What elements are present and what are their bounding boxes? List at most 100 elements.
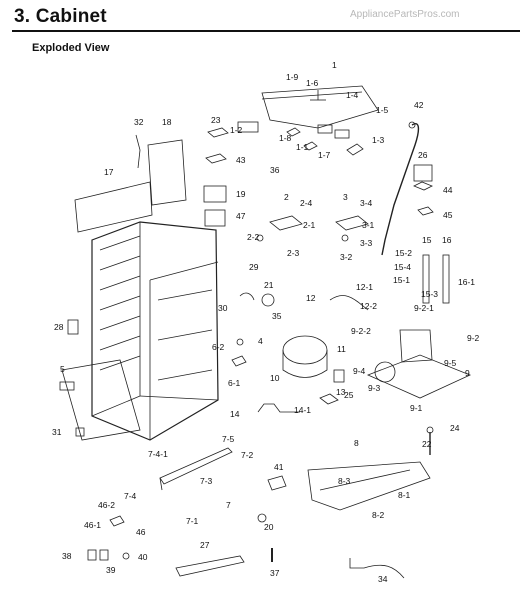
part-callout-9-1: 9-1 bbox=[410, 403, 423, 413]
part-callout-46-1: 46-1 bbox=[84, 520, 101, 530]
part-callout-15: 15 bbox=[422, 235, 432, 245]
part-callout-7-3: 7-3 bbox=[200, 476, 213, 486]
part-callout-9-2: 9-2 bbox=[467, 333, 480, 343]
part-callout-8-2: 8-2 bbox=[372, 510, 385, 520]
part-callout-34: 34 bbox=[378, 574, 388, 584]
part-callout-1-4: 1-4 bbox=[346, 90, 359, 100]
page-title: 3. Cabinet bbox=[14, 6, 107, 27]
part-callout-16: 16 bbox=[442, 235, 452, 245]
module-part bbox=[413, 164, 433, 182]
part-callout-2-2: 2-2 bbox=[247, 232, 260, 242]
compressor-part bbox=[282, 335, 328, 365]
part-callout-1-5: 1-5 bbox=[376, 105, 389, 115]
part-callout-32: 32 bbox=[134, 117, 144, 127]
base-plate-part bbox=[307, 461, 431, 511]
part-callout-9-4: 9-4 bbox=[353, 366, 366, 376]
part-callout-9: 9 bbox=[465, 368, 470, 378]
back-panel-part bbox=[74, 181, 153, 233]
part-callout-18: 18 bbox=[162, 117, 172, 127]
part-callout-28: 28 bbox=[54, 322, 64, 332]
hinge-bracket-part bbox=[237, 121, 259, 133]
part-callout-42: 42 bbox=[414, 100, 424, 110]
part-callout-15-3: 15-3 bbox=[421, 289, 438, 299]
part-callout-6-1: 6-1 bbox=[228, 378, 241, 388]
part-callout-27: 27 bbox=[200, 540, 210, 550]
part-callout-1-7: 1-7 bbox=[318, 150, 331, 160]
kickplate-part bbox=[175, 555, 245, 577]
part-callout-7-1: 7-1 bbox=[186, 516, 199, 526]
part-callout-3-2: 3-2 bbox=[340, 252, 353, 262]
part-callout-1-8: 1-8 bbox=[279, 133, 292, 143]
part-callout-19: 19 bbox=[236, 189, 246, 199]
part-callout-14: 14 bbox=[230, 409, 240, 419]
part-callout-2-3: 2-3 bbox=[287, 248, 300, 258]
part-callout-44: 44 bbox=[443, 185, 453, 195]
part-callout-2: 2 bbox=[284, 192, 289, 202]
part-callout-30: 30 bbox=[218, 303, 228, 313]
part-callout-38: 38 bbox=[62, 551, 72, 561]
part-callout-41: 41 bbox=[274, 462, 284, 472]
part-callout-35: 35 bbox=[272, 311, 282, 321]
part-callout-9-3: 9-3 bbox=[368, 383, 381, 393]
part-callout-46-2: 46-2 bbox=[98, 500, 115, 510]
cabinet-body-part bbox=[91, 221, 219, 441]
part-callout-21: 21 bbox=[264, 280, 274, 290]
title-rule bbox=[12, 30, 520, 32]
part-callout-37: 37 bbox=[270, 568, 280, 578]
part-callout-1-9: 1-9 bbox=[286, 72, 299, 82]
part-callout-6-2: 6-2 bbox=[212, 342, 225, 352]
part-callout-3-4: 3-4 bbox=[360, 198, 373, 208]
part-callout-47: 47 bbox=[236, 211, 246, 221]
hinge-bar-part bbox=[159, 447, 233, 485]
part-callout-5: 5 bbox=[60, 364, 65, 374]
part-callout-7-4-1: 7-4-1 bbox=[148, 449, 168, 459]
part-callout-1-6: 1-6 bbox=[306, 78, 319, 88]
part-callout-3-3: 3-3 bbox=[360, 238, 373, 248]
panel-part bbox=[147, 139, 187, 206]
part-callout-13: 13 bbox=[336, 387, 346, 397]
part-callout-15-2: 15-2 bbox=[395, 248, 412, 258]
part-callout-17: 17 bbox=[104, 167, 114, 177]
part-callout-12-2: 12-2 bbox=[360, 301, 377, 311]
part-callout-7: 7 bbox=[226, 500, 231, 510]
part-callout-9-5: 9-5 bbox=[444, 358, 457, 368]
part-callout-29: 29 bbox=[249, 262, 259, 272]
part-callout-23: 23 bbox=[211, 115, 221, 125]
part-callout-7-4: 7-4 bbox=[124, 491, 137, 501]
part-callout-20: 20 bbox=[264, 522, 274, 532]
part-callout-22: 22 bbox=[422, 439, 432, 449]
part-callout-1-3: 1-3 bbox=[372, 135, 385, 145]
part-callout-3-1: 3-1 bbox=[362, 220, 375, 230]
part-callout-8: 8 bbox=[354, 438, 359, 448]
part-callout-10: 10 bbox=[270, 373, 280, 383]
part-callout-31: 31 bbox=[52, 427, 62, 437]
section-subtitle: Exploded View bbox=[32, 42, 110, 54]
part-callout-24: 24 bbox=[450, 423, 460, 433]
part-callout-2-4: 2-4 bbox=[300, 198, 313, 208]
part-callout-1-1: 1-1 bbox=[296, 142, 309, 152]
pcb-part bbox=[203, 185, 227, 203]
power-cord-part bbox=[381, 123, 420, 256]
part-callout-16-1: 16-1 bbox=[458, 277, 475, 287]
watermark: AppliancePartsPros.com bbox=[350, 9, 460, 20]
top-cover-part bbox=[261, 85, 379, 129]
part-callout-8-1: 8-1 bbox=[398, 490, 411, 500]
part-callout-9-2-1: 9-2-1 bbox=[414, 303, 434, 313]
part-callout-11: 11 bbox=[337, 344, 346, 354]
part-callout-36: 36 bbox=[270, 165, 280, 175]
part-callout-12-1: 12-1 bbox=[356, 282, 373, 292]
part-callout-1-2: 1-2 bbox=[230, 125, 243, 135]
part-callout-39: 39 bbox=[106, 565, 116, 575]
part-callout-14-1: 14-1 bbox=[294, 405, 311, 415]
part-callout-8-3: 8-3 bbox=[338, 476, 351, 486]
part-callout-43: 43 bbox=[236, 155, 246, 165]
part-callout-12: 12 bbox=[306, 293, 316, 303]
part-callout-2-1: 2-1 bbox=[303, 220, 316, 230]
part-callout-46: 46 bbox=[136, 527, 146, 537]
part-callout-25: 25 bbox=[344, 390, 354, 400]
part-callout-1: 1 bbox=[332, 60, 337, 70]
part-callout-7-2: 7-2 bbox=[241, 450, 254, 460]
part-callout-45: 45 bbox=[443, 210, 453, 220]
part-callout-7-5: 7-5 bbox=[222, 434, 235, 444]
